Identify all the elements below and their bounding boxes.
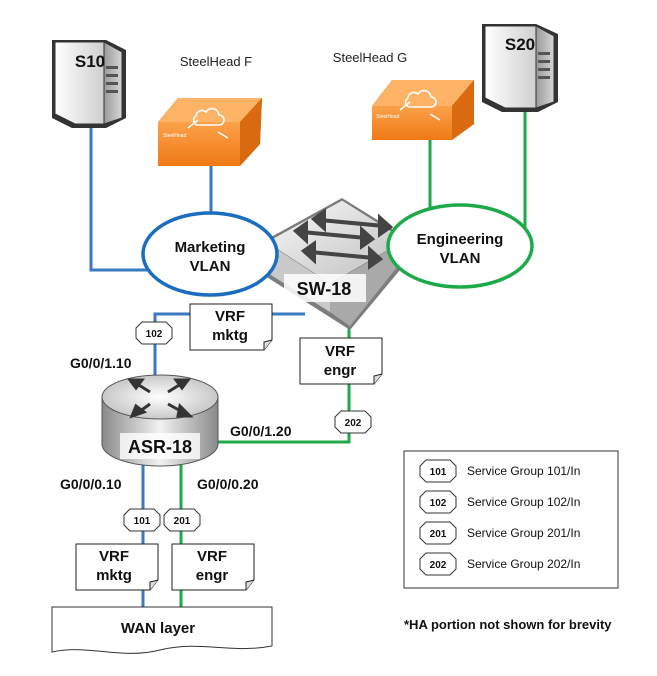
vrf-top-engr-line2: engr — [324, 362, 357, 379]
vrf-bottom-engr-line1: VRF — [197, 548, 227, 565]
badge-101-bottom: 101 — [123, 508, 161, 532]
marketing-vlan-line1: Marketing — [175, 239, 246, 256]
legend-badge-text: 102 — [430, 498, 447, 509]
vrf-bottom-mktg-line2: mktg — [96, 567, 132, 584]
server-s20: S20 — [482, 24, 558, 112]
steelhead-f: SteelHead F SteelHead — [158, 54, 262, 166]
marketing-vlan-line2: VLAN — [190, 258, 231, 275]
legend-item-label: Service Group 201/In — [467, 526, 580, 540]
interface-g0-0-1-20: G0/0/1.20 — [230, 423, 292, 439]
interface-g0-0-1-10: G0/0/1.10 — [70, 355, 132, 371]
router-label: ASR-18 — [128, 437, 192, 457]
legend-badge-shape — [419, 552, 457, 576]
legend-item: 201 Service Group 201/In — [419, 521, 580, 545]
switch-label: SW-18 — [297, 279, 352, 299]
switch-sw18: SW-18 — [262, 198, 410, 330]
legend-item: 202 Service Group 202/In — [419, 552, 580, 576]
server-s10-label: S10 — [75, 52, 105, 71]
server-s20-label: S20 — [505, 35, 535, 54]
link-s10-marketing — [89, 125, 147, 272]
steelhead-f-label: SteelHead F — [180, 54, 252, 69]
legend-item: 101 Service Group 101/In — [419, 459, 580, 483]
vrf-box-top-engr: VRF engr — [299, 337, 383, 385]
marketing-vlan: Marketing VLAN — [141, 211, 279, 297]
cloud-icon — [399, 89, 441, 121]
legend-badge-shape — [419, 490, 457, 514]
steelhead-g-label: SteelHead G — [333, 50, 407, 65]
steelhead-f-badge: SteelHead — [163, 133, 187, 139]
vrf-box-bottom-engr: VRF engr — [171, 543, 255, 591]
vrf-box-bottom-mktg: VRF mktg — [75, 543, 159, 591]
interface-g0-0-0-10: G0/0/0.10 — [60, 476, 122, 492]
vrf-bottom-mktg-line1: VRF — [99, 548, 129, 565]
cloud-icon — [187, 107, 229, 139]
switch-arrows-icon — [292, 208, 394, 270]
legend-badge-shape — [419, 521, 457, 545]
router-arrows-icon — [127, 378, 194, 419]
legend-item-label: Service Group 202/In — [467, 557, 580, 571]
vrf-top-mktg-line2: mktg — [212, 327, 248, 344]
vrf-bottom-engr-line2: engr — [196, 567, 229, 584]
vrf-top-engr-line1: VRF — [325, 343, 355, 360]
legend-badge-text: 101 — [430, 467, 447, 478]
badge-202-top: 202 — [334, 410, 372, 434]
badge-102-top-text: 102 — [146, 329, 163, 340]
badge-201-bottom: 201 — [163, 508, 201, 532]
badge-201-bottom-text: 201 — [174, 516, 191, 527]
legend-item: 102 Service Group 102/In — [419, 490, 580, 514]
badge-101-bottom-text: 101 — [134, 516, 151, 527]
footnote: *HA portion not shown for brevity — [404, 617, 612, 632]
legend-item-label: Service Group 102/In — [467, 495, 580, 509]
legend-badge-shape — [419, 459, 457, 483]
router-asr18: ASR-18 — [101, 374, 219, 467]
wan-layer: WAN layer — [51, 606, 273, 654]
legend-badge-text: 202 — [430, 560, 447, 571]
server-s10: S10 — [52, 40, 126, 128]
engineering-vlan: Engineering VLAN — [386, 203, 534, 289]
steelhead-g-badge: SteelHead — [376, 114, 400, 120]
vrf-box-top-mktg: VRF mktg — [189, 303, 273, 351]
badge-102-top: 102 — [135, 321, 173, 345]
badge-202-top-text: 202 — [345, 418, 362, 429]
engineering-vlan-line1: Engineering — [417, 231, 504, 248]
wan-layer-label: WAN layer — [121, 620, 195, 637]
legend-item-label: Service Group 101/In — [467, 464, 580, 478]
steelhead-g: SteelHead G SteelHead — [333, 50, 474, 140]
vrf-top-mktg-line1: VRF — [215, 308, 245, 325]
interface-g0-0-0-20: G0/0/0.20 — [197, 476, 259, 492]
engineering-vlan-line2: VLAN — [440, 250, 481, 267]
legend-badge-text: 201 — [430, 529, 447, 540]
